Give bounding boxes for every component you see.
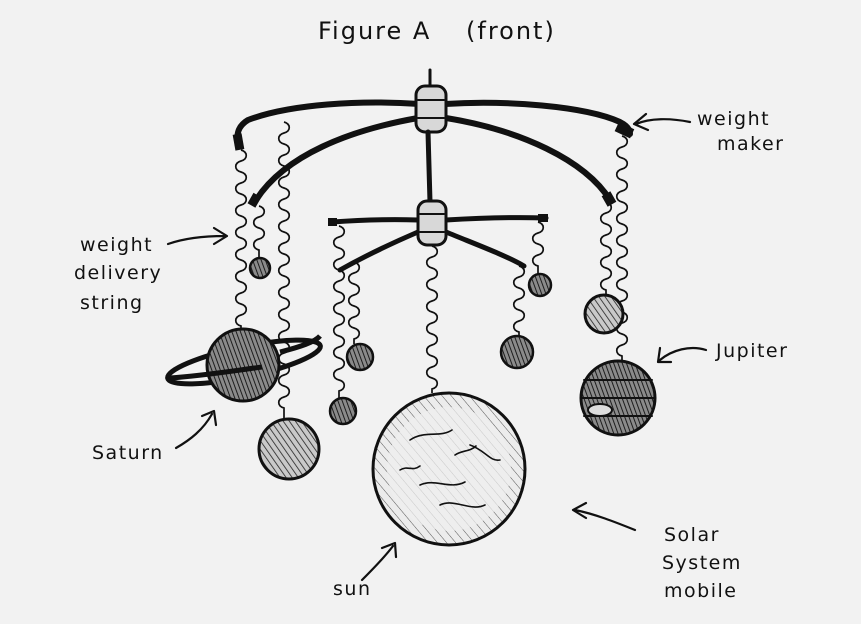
planets — [165, 256, 657, 547]
weight-maker-label-1: weight — [697, 108, 771, 130]
planet-right-medium — [583, 293, 625, 335]
sun-label: sun — [333, 578, 372, 600]
upper-arm-right-back — [442, 99, 633, 137]
lower-hub — [416, 199, 448, 247]
string-to-small-right-top — [531, 221, 545, 274]
planet-small-center-right — [499, 334, 535, 370]
top-hub — [414, 84, 448, 134]
string-to-jupiter — [615, 135, 629, 361]
planet-small-left-mid — [345, 342, 375, 372]
saturn-label: Saturn — [92, 442, 164, 464]
planet-large-lower-left — [257, 417, 321, 481]
arrow-sun — [360, 541, 398, 582]
top-hanger — [232, 68, 635, 208]
solar-system-mobile-label-1: Solar — [664, 524, 720, 546]
upper-arm-right-front — [443, 115, 613, 203]
string-to-small-center-right — [512, 265, 526, 336]
string-to-small-left-low — [332, 225, 346, 398]
lower-arm-right-front — [443, 229, 527, 269]
solar-system-mobile-label-3: mobile — [664, 580, 738, 602]
string-to-saturn — [234, 149, 248, 330]
string-to-right-medium — [599, 201, 613, 295]
center-rod — [425, 129, 433, 205]
arrow-solar-system-mobile — [571, 501, 637, 532]
weight-delivery-label-2: delivery — [74, 262, 163, 284]
solar-system-mobile-label-2: System — [662, 552, 742, 574]
arrow-weight-delivery — [166, 226, 229, 246]
upper-arm-left-back — [234, 99, 423, 149]
weight-maker-right-front — [601, 191, 617, 207]
weight-maker-left-front — [247, 192, 262, 208]
weight-maker-right-back — [614, 122, 635, 139]
string-to-small-left-mid — [347, 261, 361, 344]
figure-title: Figure A — [318, 17, 432, 45]
planet-small-left-top — [248, 256, 272, 280]
planet-small-left-low — [328, 396, 358, 426]
weight-delivery-label-3: string — [80, 292, 144, 314]
lower-hanger — [328, 199, 549, 273]
string-to-small-left-top — [252, 205, 266, 258]
weight-maker-left-back — [232, 133, 245, 151]
lower-arm-right-back — [443, 215, 549, 223]
arrow-weight-maker — [632, 112, 692, 132]
annotation-arrows — [166, 112, 708, 582]
arrow-jupiter — [656, 346, 708, 364]
planet-small-right-top — [527, 272, 553, 298]
arrow-saturn — [174, 409, 218, 450]
upper-arm-left-front — [253, 115, 421, 203]
weight-maker-label-2: maker — [717, 133, 785, 155]
string-to-lower-left-planet — [277, 121, 291, 419]
lower-arm-left-back — [329, 217, 421, 225]
string-to-sun — [425, 245, 439, 393]
sun-sphere — [371, 391, 527, 547]
figure-subtitle: (front) — [466, 17, 556, 45]
saturn-planet — [165, 327, 323, 403]
jupiter-label: Jupiter — [716, 340, 789, 362]
lower-arm-left-front — [337, 229, 421, 273]
jupiter-planet — [579, 359, 657, 437]
weight-delivery-label-1: weight — [80, 234, 154, 256]
